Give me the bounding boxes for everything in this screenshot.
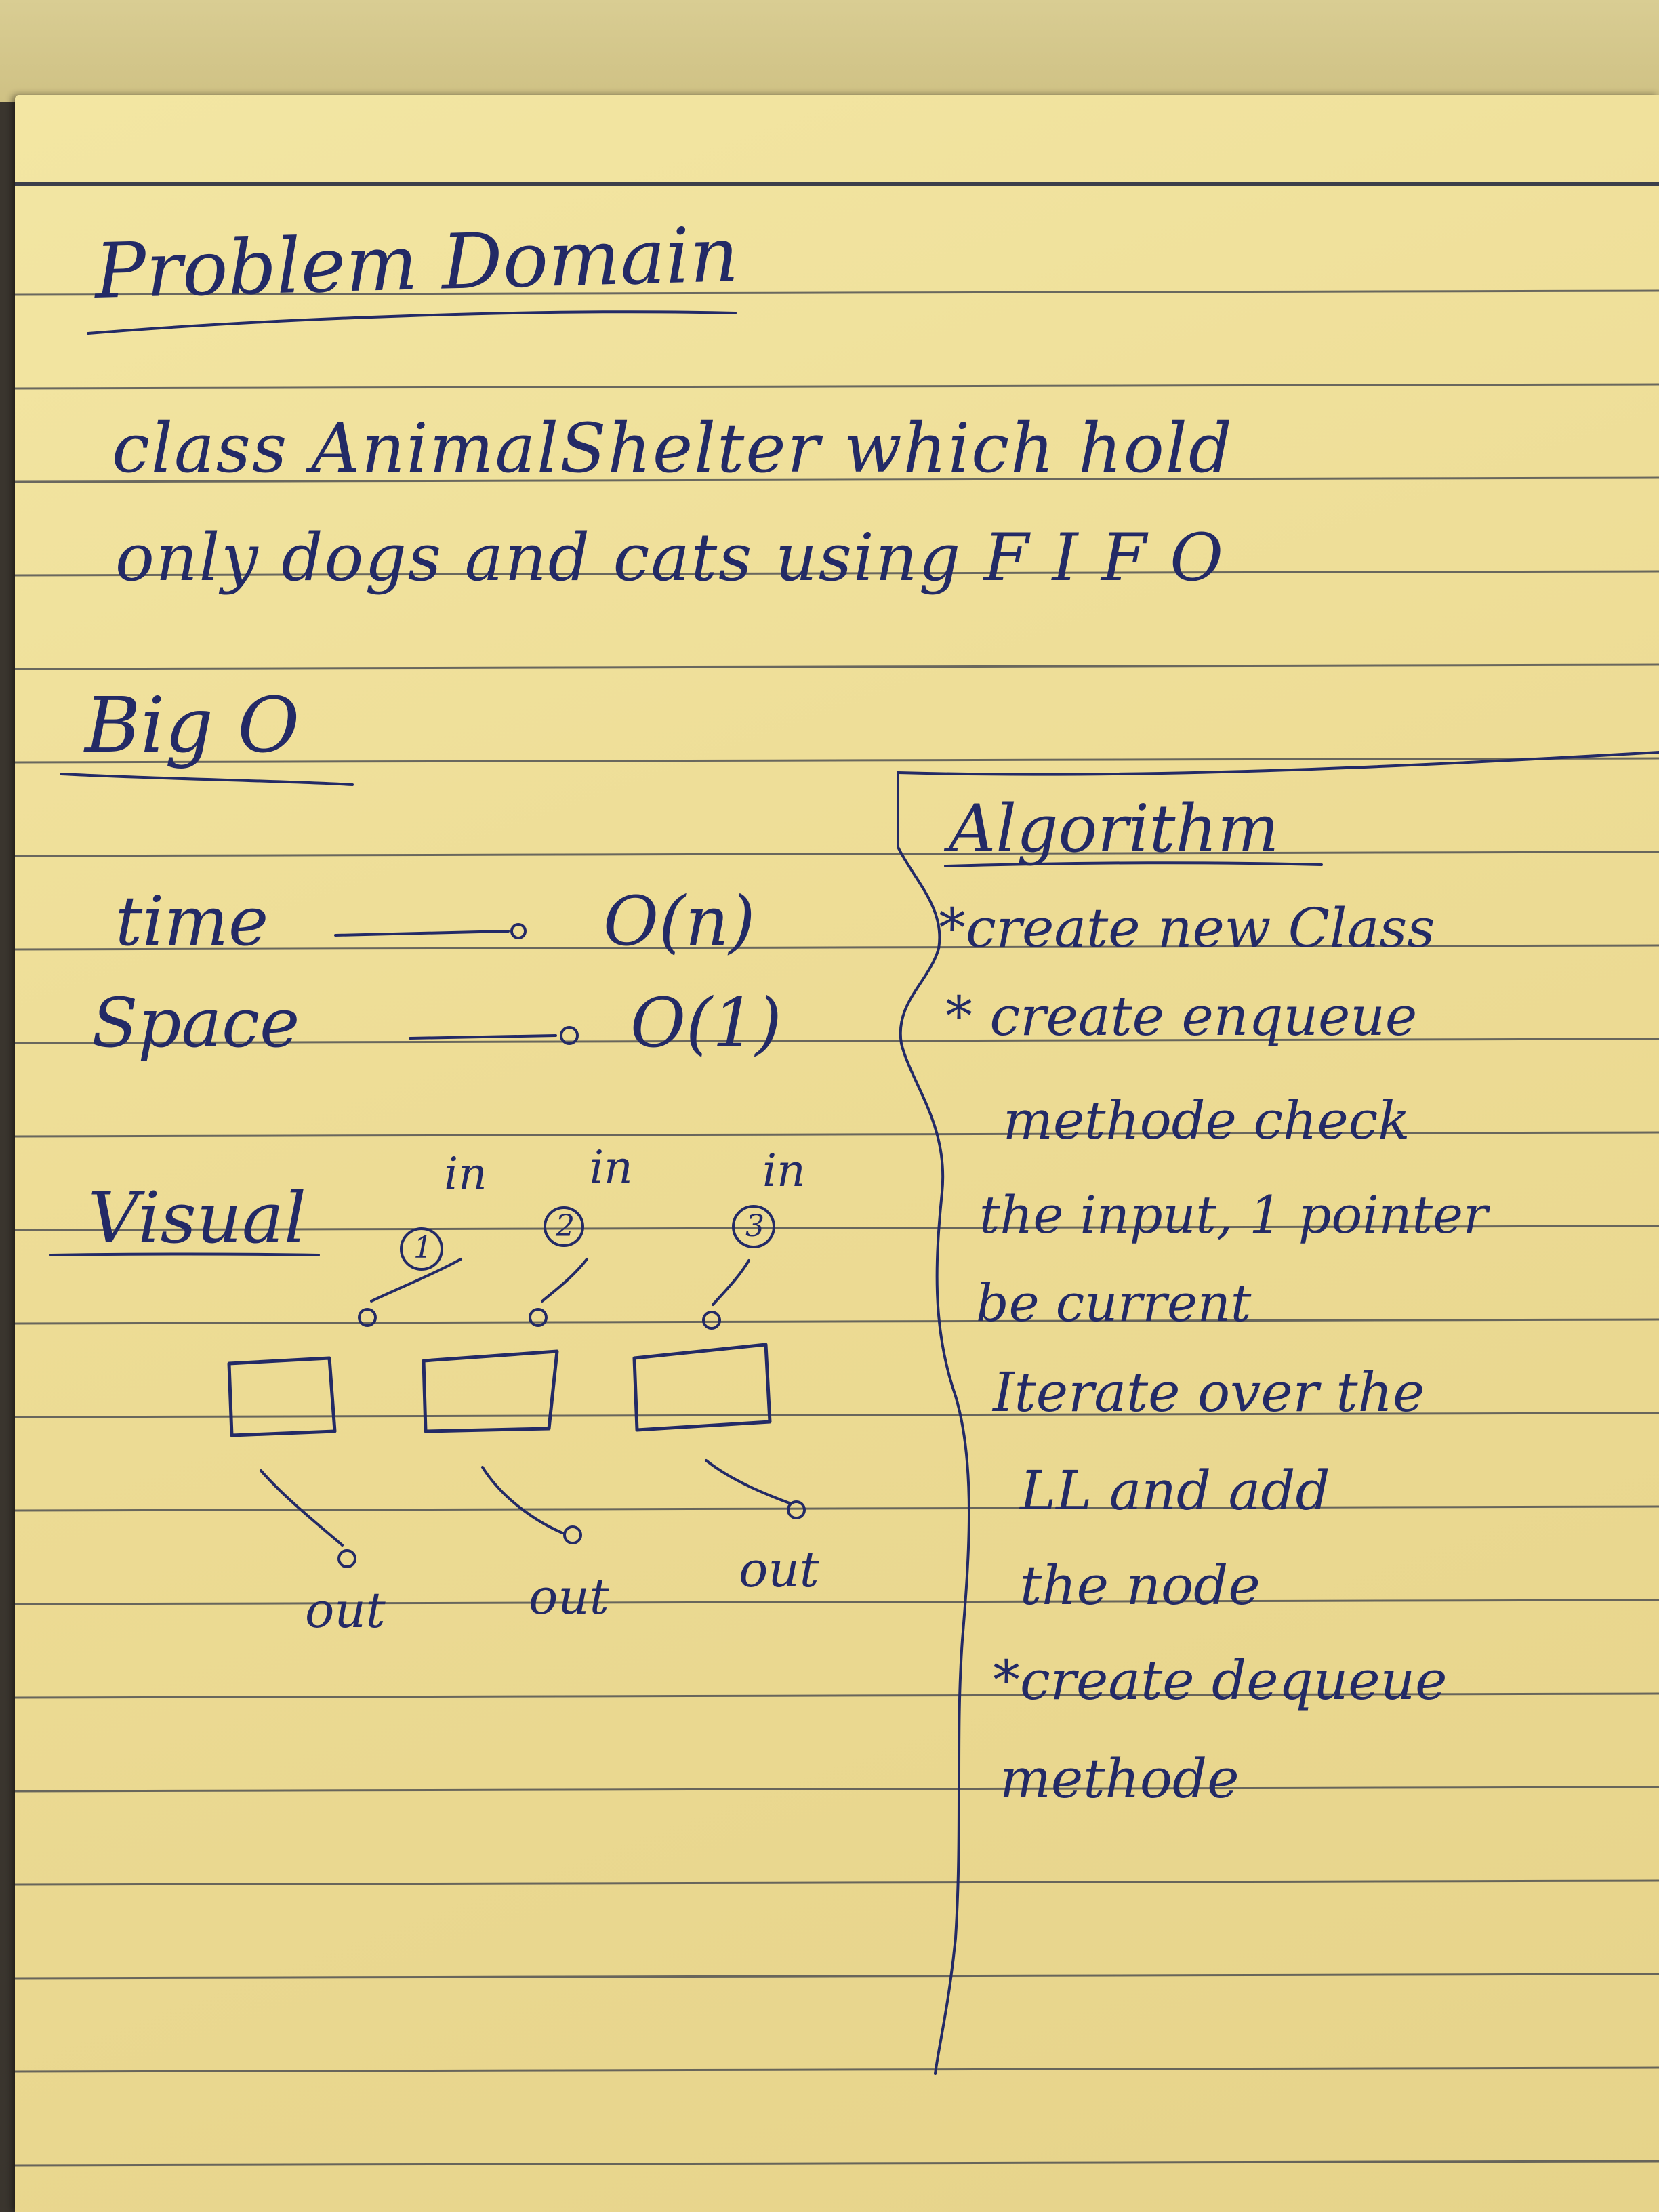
- ruled-line: [14, 1412, 1659, 1418]
- algorithm-heading: Algorithm: [949, 791, 1279, 867]
- queue-box-3: [632, 1343, 772, 1432]
- algorithm-line: LL and add: [1020, 1459, 1330, 1522]
- ruled-line: [14, 1225, 1659, 1231]
- algorithm-line: Iterate over the: [993, 1361, 1425, 1424]
- ruled-line: [14, 944, 1659, 951]
- in-label-3: in: [762, 1145, 806, 1197]
- in-arrow-1: [370, 1258, 462, 1303]
- out-label-3: out: [739, 1541, 819, 1598]
- title-underline: [87, 310, 737, 335]
- circle-label-3: 3: [745, 1209, 764, 1244]
- out-arrow-head-1: [337, 1549, 356, 1568]
- ruled-line: [14, 383, 1659, 390]
- ruled-line: [14, 1318, 1659, 1325]
- out-label-1: out: [305, 1582, 386, 1639]
- column-divider: [897, 771, 970, 2075]
- ruled-line: [14, 1599, 1659, 1605]
- problem-line-1: class AnimalShelter which hold: [112, 409, 1233, 488]
- algorithm-underline: [944, 861, 1323, 867]
- visual-heading: Visual: [88, 1176, 307, 1259]
- ruled-line: [14, 289, 1659, 296]
- in-arrow-head-2: [529, 1308, 548, 1327]
- circle-label-2: 2: [556, 1209, 575, 1244]
- ruled-line: [14, 757, 1659, 764]
- algorithm-line: the input, 1 pointer: [979, 1185, 1488, 1245]
- notepad-page: [15, 95, 1659, 2212]
- out-arrow-head-3: [787, 1500, 806, 1519]
- space-arrow-head: [560, 1026, 579, 1045]
- space-arrow-line: [409, 1034, 557, 1040]
- ruled-line: [14, 1038, 1659, 1044]
- ruled-line: [14, 476, 1659, 483]
- in-label-2: in: [590, 1141, 633, 1193]
- ruled-line: [14, 663, 1659, 670]
- in-label-1: in: [444, 1148, 487, 1200]
- ruled-line: [14, 1505, 1659, 1512]
- in-arrow-head-1: [358, 1308, 377, 1327]
- out-arrow-1: [260, 1469, 344, 1547]
- algorithm-line: methode: [1000, 1747, 1240, 1810]
- algorithm-line: * create enqueue: [945, 985, 1418, 1048]
- ruled-line: [14, 851, 1659, 857]
- algorithm-line: methode check: [1003, 1090, 1410, 1151]
- out-label-2: out: [529, 1568, 609, 1625]
- time-value: O(n): [603, 882, 756, 961]
- page-title: Problem Domain: [94, 211, 740, 316]
- out-arrow-head-2: [563, 1525, 582, 1544]
- circle-label-1: 1: [413, 1231, 432, 1265]
- queue-box-1: [227, 1356, 337, 1437]
- ruled-line: [14, 2160, 1659, 2167]
- algorithm-line: the node: [1020, 1554, 1261, 1617]
- visual-underline: [49, 1252, 320, 1256]
- in-arrow-head-3: [702, 1311, 721, 1330]
- ruled-line: [14, 1131, 1659, 1138]
- circle-number-1: [400, 1227, 443, 1271]
- out-arrow-2: [481, 1466, 564, 1534]
- ruled-lines: [14, 182, 1659, 2167]
- time-label: time: [115, 882, 269, 961]
- queue-box-2: [422, 1349, 559, 1433]
- space-label: Space: [91, 983, 300, 1063]
- problem-line-2: only dogs and cats using F I F O: [115, 520, 1225, 596]
- time-arrow-head: [510, 923, 527, 939]
- handwritten-strokes: [49, 310, 1659, 2075]
- ruled-line: [14, 2066, 1659, 2073]
- big-o-underline: [60, 773, 354, 786]
- ruled-line: [14, 1692, 1659, 1699]
- ruled-line: [14, 1973, 1659, 1980]
- algorithm-line: be current: [976, 1273, 1252, 1333]
- ruled-line: [14, 570, 1659, 577]
- in-arrow-2: [541, 1258, 588, 1303]
- circle-number-2: [544, 1206, 584, 1247]
- circle-number-3: [732, 1205, 775, 1248]
- out-arrow-3: [705, 1459, 791, 1504]
- ruled-line: [14, 1786, 1659, 1793]
- in-arrow-3: [712, 1259, 750, 1306]
- paper-top-sheet: [0, 0, 1659, 102]
- space-value: O(1): [630, 983, 782, 1063]
- algorithm-line: *create dequeue: [993, 1649, 1448, 1712]
- time-arrow-line: [334, 930, 510, 937]
- big-o-heading: Big O: [85, 682, 300, 770]
- algorithm-line: *create new Class: [939, 897, 1435, 960]
- algorithm-top-line: [897, 751, 1659, 776]
- ruled-line: [14, 1879, 1659, 1886]
